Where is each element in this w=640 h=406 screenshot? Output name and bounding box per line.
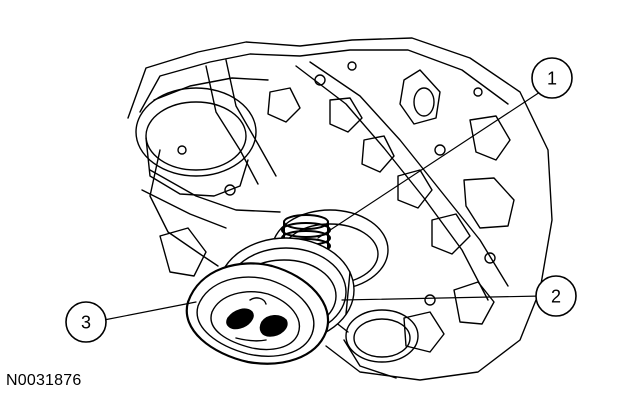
callout-3-leader: [103, 301, 197, 321]
lower-bore-drawing: [345, 309, 419, 363]
callout-1: 1: [531, 57, 573, 99]
callout-2: 2: [535, 275, 577, 317]
leader-lines: [103, 91, 543, 321]
callout-3-number: 3: [81, 313, 91, 333]
callout-1-leader: [317, 91, 541, 239]
cylinder-bore-drawing: [135, 87, 257, 197]
callout-2-leader: [341, 295, 543, 301]
figure-id-label: N0031876: [6, 372, 82, 389]
callout-1-number: 1: [547, 69, 557, 89]
callout-3: 3: [65, 301, 107, 343]
water-pump-pulley-drawing: [185, 262, 329, 365]
callout-2-number: 2: [551, 287, 561, 307]
